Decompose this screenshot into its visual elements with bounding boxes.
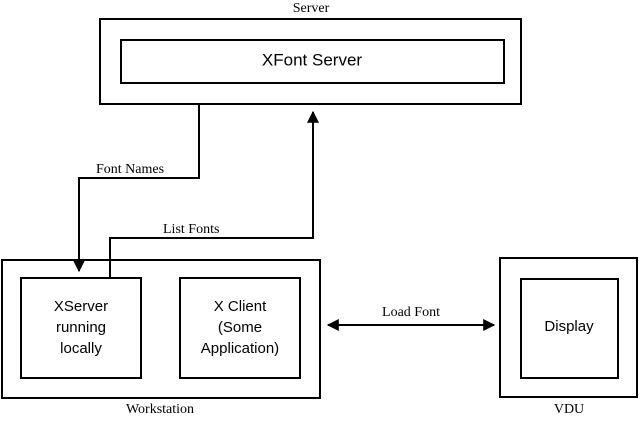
- xserver-label-line-3: locally: [60, 340, 102, 357]
- xclient-label-line-2: (Some: [218, 319, 262, 336]
- xclient-label-line-1: X Client: [214, 298, 267, 315]
- display-box: [520, 278, 619, 379]
- connection-font-names-label: Font Names: [96, 162, 164, 177]
- xserver-label-line-1: XServer: [54, 298, 108, 315]
- xserver-label-line-2: running: [56, 319, 106, 336]
- xclient-label-line-3: Application): [201, 340, 279, 357]
- xserver-box: [20, 277, 142, 379]
- connection-load-font-label: Load Font: [382, 305, 440, 320]
- connection-list-fonts-label: List Fonts: [163, 222, 219, 237]
- workstation-label: Workstation: [126, 402, 194, 417]
- vdu-label: VDU: [554, 402, 584, 417]
- xclient-box: [179, 277, 301, 379]
- server-label: Server: [293, 1, 330, 16]
- display-label: Display: [544, 318, 594, 335]
- xfont-server-label: XFont Server: [262, 50, 362, 69]
- xfont-server-box: [120, 39, 505, 84]
- connection-font-names: [73, 104, 200, 273]
- connection-list-fonts: [109, 110, 319, 278]
